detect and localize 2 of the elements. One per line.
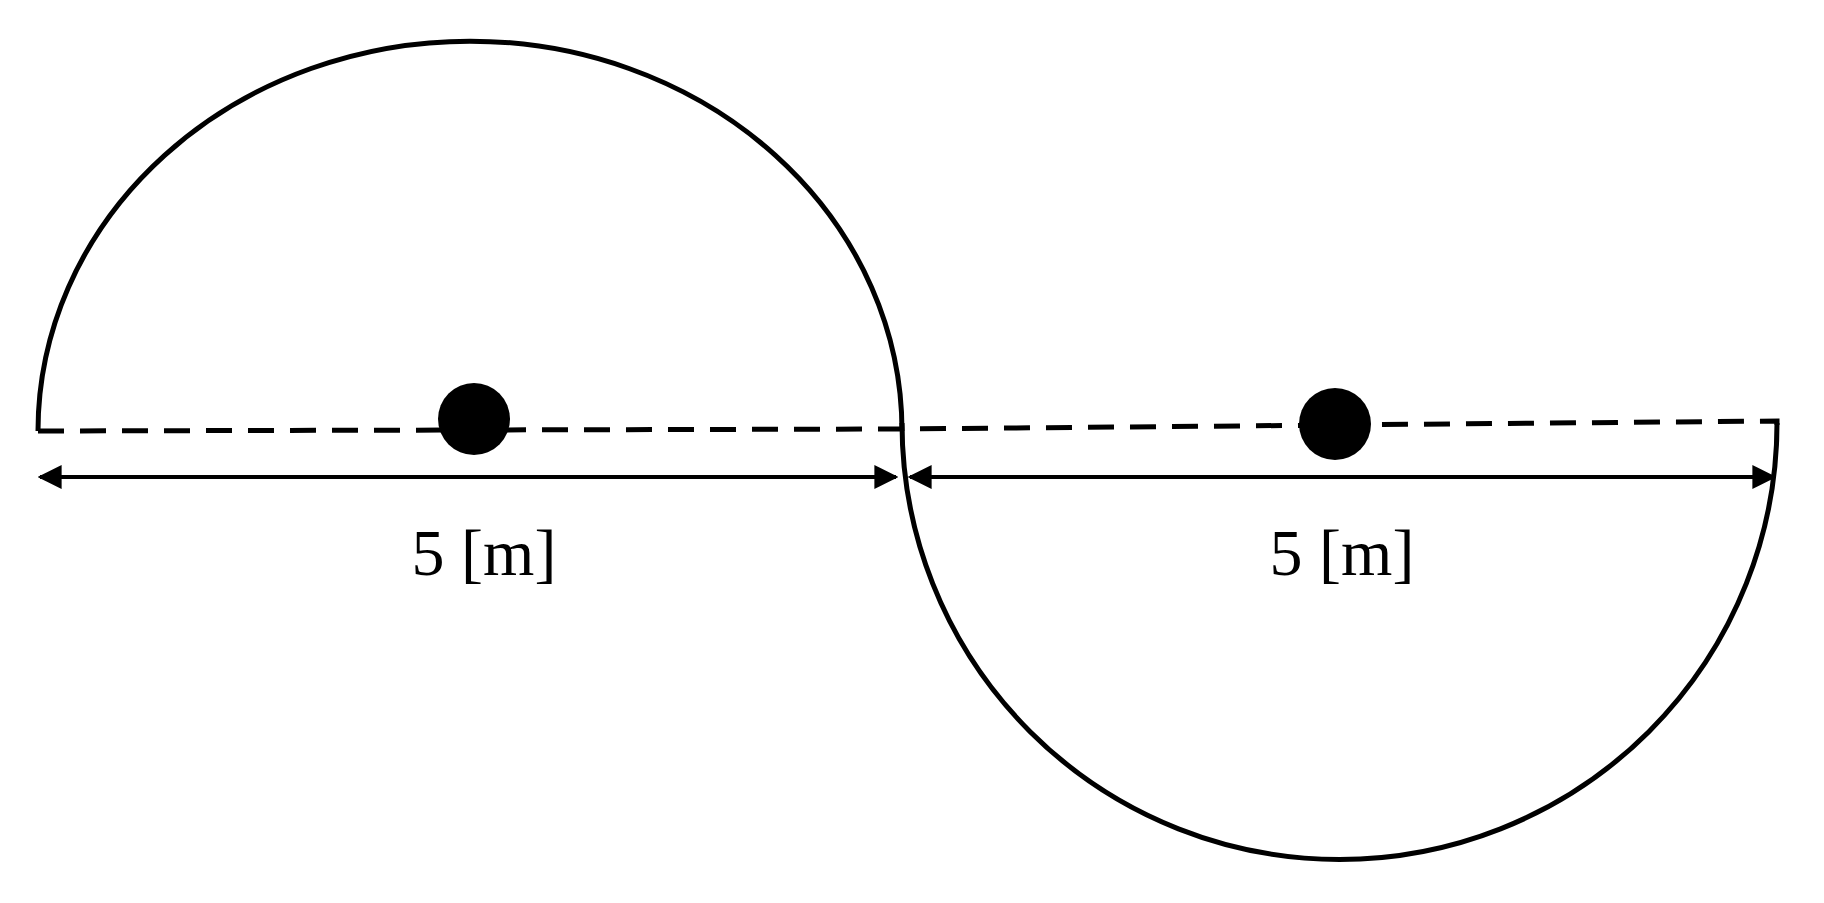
- dimension-label: 5 [m]: [411, 515, 557, 591]
- dimension-label: 5 [m]: [1269, 515, 1415, 591]
